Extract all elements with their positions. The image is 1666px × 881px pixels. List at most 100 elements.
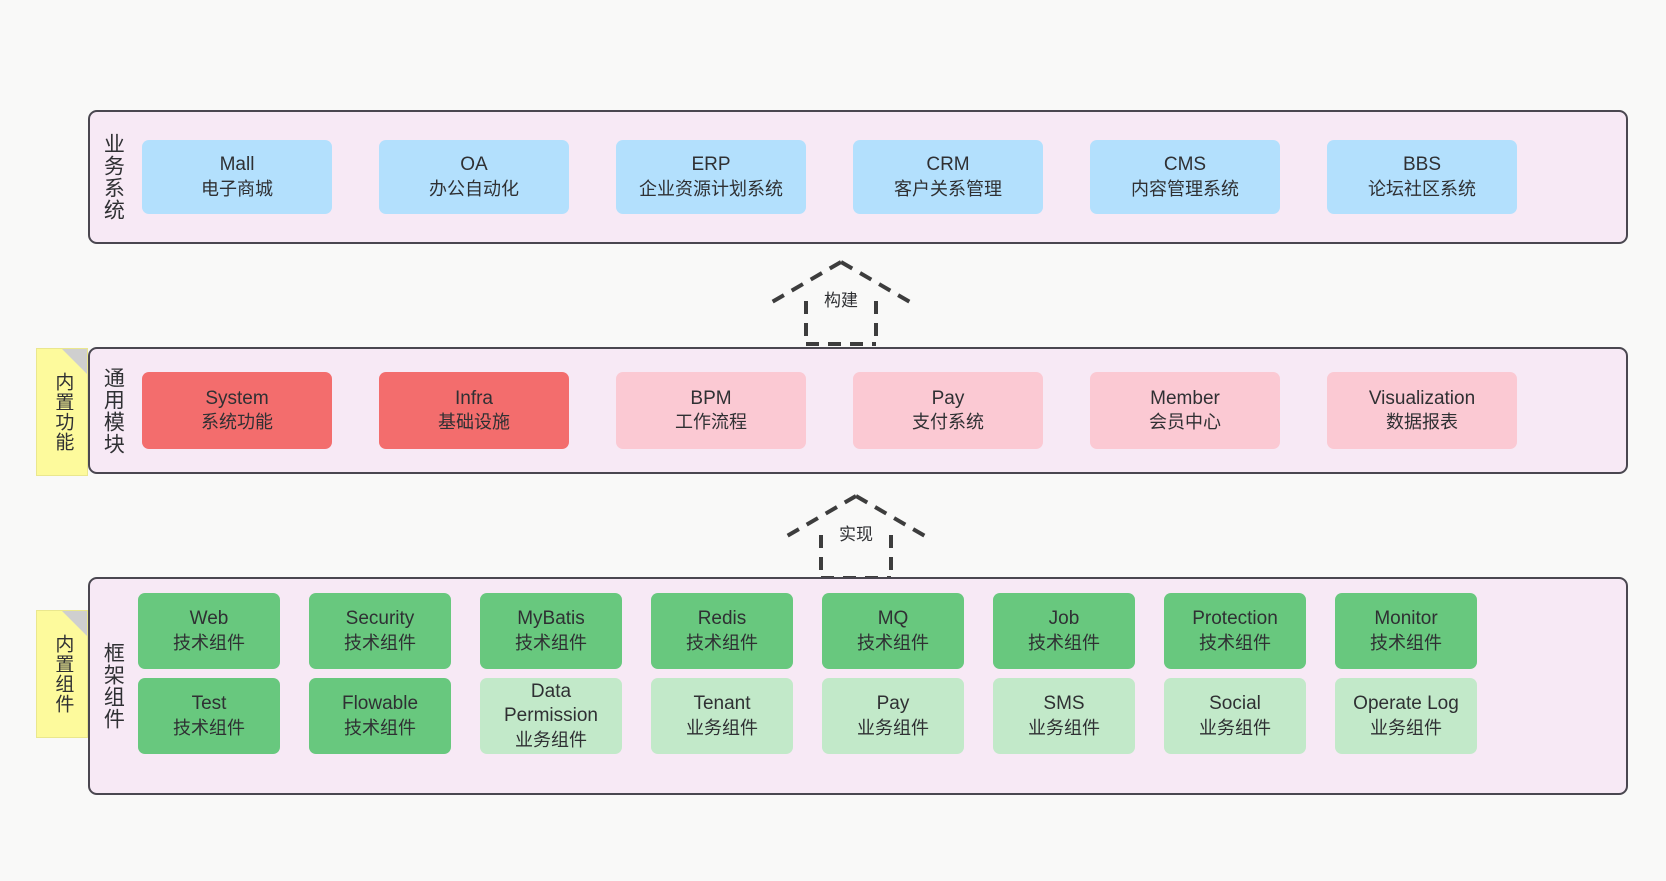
card-title: MyBatis <box>517 608 585 630</box>
connector-implement-label: 实现 <box>839 525 873 544</box>
card-subtitle: 数据报表 <box>1386 412 1458 433</box>
note-builtin-component: 内置组件 <box>36 610 88 738</box>
connector-build-label: 构建 <box>824 291 858 310</box>
card-infra[interactable]: Infra 基础设施 <box>379 372 569 449</box>
note-label: 内置组件 <box>52 634 74 714</box>
card-subtitle: 办公自动化 <box>429 178 519 199</box>
card-title: Web <box>189 608 229 630</box>
card-subtitle: 技术组件 <box>173 717 245 738</box>
layer-business-cards: Mall 电子商城 OA 办公自动化 ERP 企业资源计划系统 CRM 客户关系… <box>134 112 1626 242</box>
card-subtitle: 业务组件 <box>1370 717 1442 738</box>
card-pay[interactable]: Pay 支付系统 <box>853 372 1043 449</box>
card-job[interactable]: Job 技术组件 <box>993 593 1135 669</box>
card-title: Operate Log <box>1353 693 1459 715</box>
connector-implement: 实现 <box>773 492 939 580</box>
card-title: Redis <box>697 608 747 630</box>
card-subtitle: 技术组件 <box>344 717 416 738</box>
card-monitor[interactable]: Monitor 技术组件 <box>1335 593 1477 669</box>
card-title: Security <box>345 608 415 630</box>
card-title: BBS <box>1402 154 1442 176</box>
card-subtitle: 电子商城 <box>201 178 273 199</box>
card-title: CMS <box>1163 154 1207 176</box>
card-subtitle: 客户关系管理 <box>894 178 1002 199</box>
layer-business-title: 业务系统 <box>101 133 125 221</box>
card-operate-log[interactable]: Operate Log 业务组件 <box>1335 678 1477 754</box>
card-subtitle: 技术组件 <box>686 632 758 653</box>
card-title: Tenant <box>693 693 751 715</box>
layer-common-modules: 通用模块 System 系统功能 Infra 基础设施 BPM 工作流程 Pay… <box>88 347 1628 474</box>
layer-common-cards: System 系统功能 Infra 基础设施 BPM 工作流程 Pay 支付系统… <box>134 349 1626 472</box>
connector-build: 构建 <box>758 258 924 346</box>
card-tenant[interactable]: Tenant 业务组件 <box>651 678 793 754</box>
card-title: Social <box>1209 693 1261 715</box>
card-visualization[interactable]: Visualization 数据报表 <box>1327 372 1517 449</box>
card-title: Mall <box>219 154 255 176</box>
card-subtitle: 企业资源计划系统 <box>639 178 783 199</box>
card-title: Test <box>191 693 227 715</box>
framework-row-biz: Test 技术组件 Flowable 技术组件 Data Permission … <box>138 678 1614 754</box>
card-title: Job <box>1048 608 1080 630</box>
connector-build-arrow <box>770 260 912 346</box>
card-subtitle: 业务组件 <box>1199 717 1271 738</box>
card-title: Flowable <box>341 693 419 715</box>
card-mall[interactable]: Mall 电子商城 <box>142 140 332 214</box>
card-social[interactable]: Social 业务组件 <box>1164 678 1306 754</box>
card-subtitle: 论坛社区系统 <box>1368 178 1476 199</box>
card-title: BPM <box>690 387 732 409</box>
card-subtitle: 技术组件 <box>515 632 587 653</box>
note-fold-corner-icon <box>62 611 87 636</box>
card-title: Member <box>1150 387 1220 409</box>
card-flowable[interactable]: Flowable 技术组件 <box>309 678 451 754</box>
card-title: Data Permission <box>504 681 598 727</box>
card-subtitle: 业务组件 <box>857 717 929 738</box>
note-builtin-function: 内置功能 <box>36 348 88 476</box>
card-subtitle: 技术组件 <box>1199 632 1271 653</box>
card-mybatis[interactable]: MyBatis 技术组件 <box>480 593 622 669</box>
card-erp[interactable]: ERP 企业资源计划系统 <box>616 140 806 214</box>
card-subtitle: 内容管理系统 <box>1131 178 1239 199</box>
card-oa[interactable]: OA 办公自动化 <box>379 140 569 214</box>
card-member[interactable]: Member 会员中心 <box>1090 372 1280 449</box>
card-pay-biz[interactable]: Pay 业务组件 <box>822 678 964 754</box>
card-title: Pay <box>931 387 965 409</box>
card-sms[interactable]: SMS 业务组件 <box>993 678 1135 754</box>
card-subtitle: 基础设施 <box>438 412 510 433</box>
card-title: Protection <box>1192 608 1278 630</box>
note-fold-corner-icon <box>62 349 87 374</box>
card-subtitle: 技术组件 <box>173 632 245 653</box>
card-bbs[interactable]: BBS 论坛社区系统 <box>1327 140 1517 214</box>
card-security[interactable]: Security 技术组件 <box>309 593 451 669</box>
card-cms[interactable]: CMS 内容管理系统 <box>1090 140 1280 214</box>
card-title: Monitor <box>1374 608 1438 630</box>
card-subtitle: 会员中心 <box>1149 412 1221 433</box>
layer-business-systems: 业务系统 Mall 电子商城 OA 办公自动化 ERP 企业资源计划系统 CRM… <box>88 110 1628 244</box>
card-title: System <box>205 387 269 409</box>
card-mq[interactable]: MQ 技术组件 <box>822 593 964 669</box>
card-test[interactable]: Test 技术组件 <box>138 678 280 754</box>
card-subtitle: 支付系统 <box>912 412 984 433</box>
framework-row-tech: Web 技术组件 Security 技术组件 MyBatis 技术组件 Redi… <box>138 593 1614 669</box>
card-title: CRM <box>926 154 970 176</box>
layer-framework-components: 框架组件 Web 技术组件 Security 技术组件 MyBatis 技术组件… <box>88 577 1628 795</box>
card-subtitle: 业务组件 <box>686 717 758 738</box>
card-subtitle: 工作流程 <box>675 412 747 433</box>
card-subtitle: 技术组件 <box>857 632 929 653</box>
card-title: SMS <box>1043 693 1085 715</box>
layer-common-title: 通用模块 <box>101 366 125 455</box>
card-title: Pay <box>876 693 910 715</box>
card-subtitle: 技术组件 <box>344 632 416 653</box>
card-title: Visualization <box>1368 387 1476 409</box>
layer-framework-title: 框架组件 <box>101 642 125 730</box>
card-bpm[interactable]: BPM 工作流程 <box>616 372 806 449</box>
card-subtitle: 技术组件 <box>1370 632 1442 653</box>
card-data-permission[interactable]: Data Permission 业务组件 <box>480 678 622 754</box>
card-redis[interactable]: Redis 技术组件 <box>651 593 793 669</box>
layer-framework-cards: Web 技术组件 Security 技术组件 MyBatis 技术组件 Redi… <box>134 579 1626 793</box>
card-web[interactable]: Web 技术组件 <box>138 593 280 669</box>
card-system[interactable]: System 系统功能 <box>142 372 332 449</box>
card-subtitle: 业务组件 <box>1028 717 1100 738</box>
card-title: OA <box>460 154 488 176</box>
card-subtitle: 技术组件 <box>1028 632 1100 653</box>
card-crm[interactable]: CRM 客户关系管理 <box>853 140 1043 214</box>
card-protection[interactable]: Protection 技术组件 <box>1164 593 1306 669</box>
